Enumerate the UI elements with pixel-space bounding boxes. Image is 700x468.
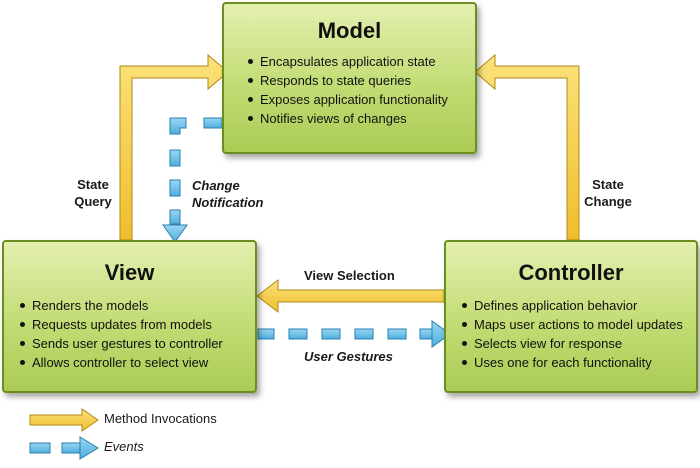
change-notification-label: Change Notification [192,177,264,211]
state-query-label-line: State [77,177,109,192]
list-item: Exposes application functionality [246,90,475,109]
list-item: Responds to state queries [246,71,475,90]
state-query-label: State Query [66,176,120,210]
state-change-label: State Change [580,176,636,210]
list-item: Uses one for each functionality [460,353,696,372]
list-item: Allows controller to select view [18,353,255,372]
state-change-label-line: Change [584,194,632,209]
state-query-label-line: Query [74,194,112,209]
view-responsibilities: Renders the models Requests updates from… [18,296,255,372]
list-item: Selects view for response [460,334,696,353]
state-query-arrow [119,53,229,241]
model-responsibilities: Encapsulates application state Responds … [246,52,475,128]
legend-events-label: Events [104,439,144,454]
legend-events-arrow [29,436,99,460]
model-box: Model Encapsulates application state Res… [222,2,477,154]
list-item: Notifies views of changes [246,109,475,128]
user-gestures-arrow [257,320,451,348]
controller-title: Controller [518,260,624,285]
list-item: Renders the models [18,296,255,315]
list-item: Sends user gestures to controller [18,334,255,353]
state-change-label-line: State [592,177,624,192]
view-title: View [104,260,155,285]
controller-responsibilities: Defines application behavior Maps user a… [460,296,696,372]
state-change-arrow [474,53,580,241]
user-gestures-label: User Gestures [304,349,393,364]
controller-box: Controller Defines application behavior … [444,240,698,393]
view-box: View Renders the models Requests updates… [2,240,257,393]
legend-method-arrow [29,408,99,432]
change-notification-label-line: Change [192,178,240,193]
change-notification-arrow [162,117,223,243]
model-title: Model [317,18,382,43]
list-item: Defines application behavior [460,296,696,315]
list-item: Maps user actions to model updates [460,315,696,334]
change-notification-label-line: Notification [192,195,264,210]
list-item: Requests updates from models [18,315,255,334]
view-selection-label: View Selection [304,268,395,283]
legend-method-invocations-label: Method Invocations [104,411,217,426]
list-item: Encapsulates application state [246,52,475,71]
view-selection-arrow [256,278,445,314]
